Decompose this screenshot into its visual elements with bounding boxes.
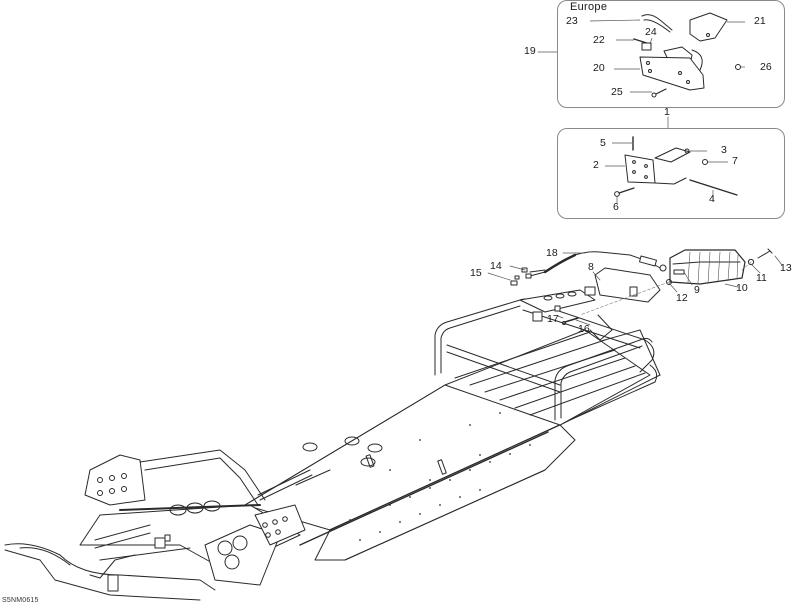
standard-inset [557,128,785,219]
callout-12: 12 [676,292,688,304]
callout-16: 16 [578,323,590,335]
front-chassis [5,450,305,600]
callout-2: 2 [593,159,599,171]
europe-inset-title: Europe [570,1,608,13]
callout-15: 15 [470,267,482,279]
callout-1: 1 [664,106,670,118]
callout-14: 14 [490,260,502,272]
callout-21: 21 [754,15,766,27]
callout-23: 23 [566,15,578,27]
europe-inset: Europe [557,0,785,108]
callout-10: 10 [736,282,748,294]
taillight-assembly [511,249,772,325]
callout-3: 3 [721,144,727,156]
callout-5: 5 [600,137,606,149]
callout-26: 26 [760,61,772,73]
callout-25: 25 [611,86,623,98]
callout-18: 18 [546,247,558,259]
callout-7: 7 [732,155,738,167]
callout-13: 13 [780,262,792,274]
callout-9: 9 [694,284,700,296]
rear-rack [435,290,657,425]
callout-11: 11 [756,272,767,284]
callout-17: 17 [547,313,559,325]
callout-19: 19 [524,45,536,57]
callout-24: 24 [645,26,657,38]
callout-20: 20 [593,62,605,74]
callout-22: 22 [593,34,605,46]
callout-4: 4 [709,193,715,205]
drawing-reference-code: S5NM0615 [2,597,39,604]
callout-8: 8 [588,261,594,273]
callout-6: 6 [613,201,619,213]
